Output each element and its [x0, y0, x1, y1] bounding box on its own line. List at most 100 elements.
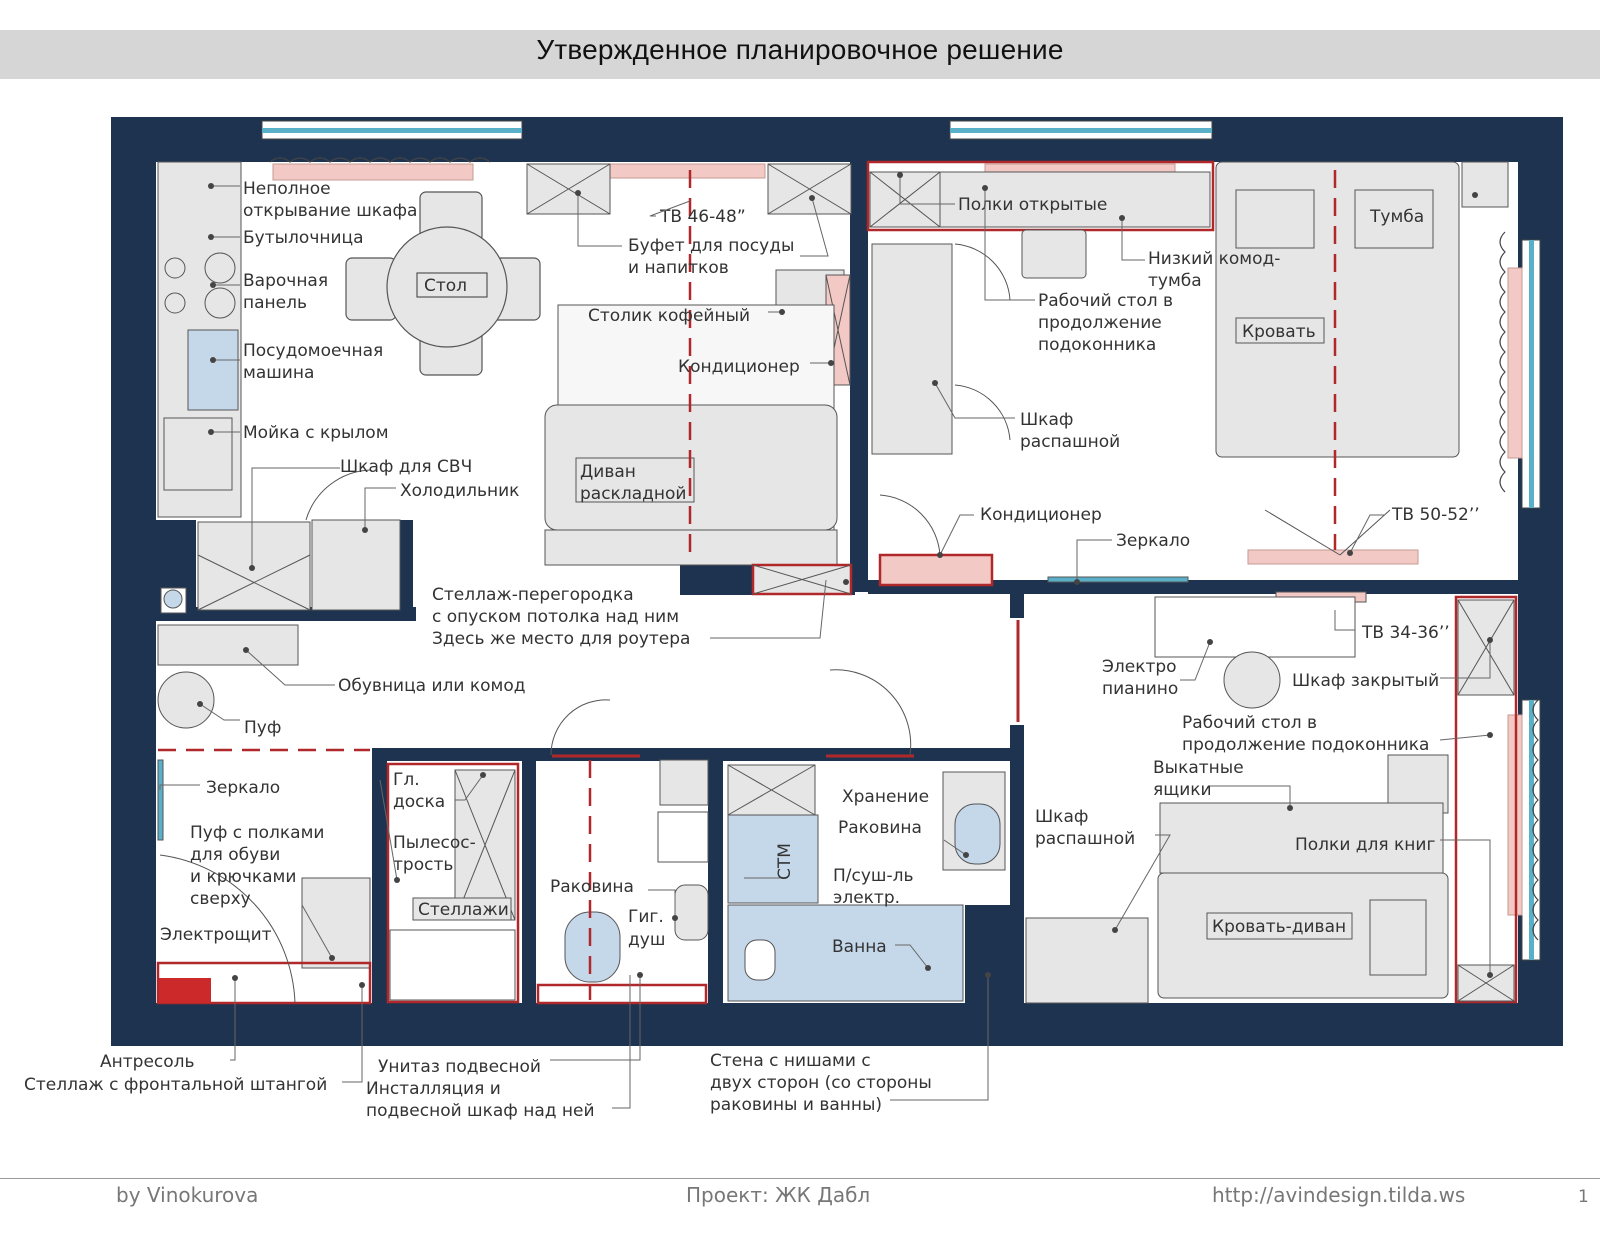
annotation-label: Посудомоечная: [243, 341, 383, 361]
curtain-kitchen: [269, 157, 491, 163]
shelves-label: Стеллажи: [418, 900, 509, 920]
annotation-label: тумба: [1148, 271, 1202, 291]
annotation-label: Электрощит: [160, 925, 272, 945]
annotation-label: распашной: [1035, 829, 1135, 849]
sink-kitchen: [163, 417, 233, 491]
annotation-label: Кондиционер: [980, 505, 1102, 525]
annotation-label: Стеллаж с фронтальной штангой: [24, 1075, 327, 1095]
page-title: Утвержденное планировочное решение: [536, 34, 1064, 65]
bathroom: [727, 764, 1006, 1002]
leader-lines: [159, 175, 1491, 1109]
footer-page-number: 1: [1578, 1187, 1589, 1207]
wall-top-right: [1210, 117, 1480, 162]
wall-bath-top: [372, 748, 1012, 761]
annotation-label: двух сторон (со стороны: [710, 1073, 932, 1093]
annotation-label: Неполное: [243, 179, 331, 199]
hall: [156, 469, 912, 1005]
wall-left: [111, 117, 156, 1046]
annotation-label: Выкатные: [1153, 758, 1244, 778]
annotation-label: Шкаф закрытый: [1292, 671, 1439, 691]
annotation-label: Стена с нишами с: [710, 1051, 871, 1071]
title-bar: Утвержденное планировочное решение: [0, 30, 1600, 79]
annotation-label: распашной: [1020, 432, 1120, 452]
annotation-label: Кондиционер: [678, 357, 800, 377]
footer-author: by Vinokurova: [116, 1183, 259, 1207]
windows: [261, 120, 1541, 961]
annotation-label: Низкий комод-: [1148, 249, 1280, 269]
buffet: [526, 163, 852, 215]
wall-right-mid: [1518, 510, 1563, 710]
kitchen: [157, 161, 401, 614]
sofa-label-2: раскладной: [580, 484, 686, 504]
annotation-label: машина: [243, 363, 314, 383]
bed-sofa-label: Кровать-диван: [1212, 917, 1346, 937]
annotation-label: Буфет для посуды: [628, 236, 794, 256]
annotation-label: Холодильник: [400, 481, 519, 501]
annotation-label: Рабочий стол в: [1182, 713, 1317, 733]
annotation-label: Гиг.: [628, 907, 664, 927]
annotation-label: и крючками: [190, 867, 296, 887]
annotation-label: Здесь же место для роутера: [432, 629, 690, 649]
annotation-label: Антресоль: [100, 1052, 195, 1072]
dining-table: [345, 191, 541, 376]
annotation-label: Хранение: [842, 787, 929, 807]
wall-partition-1: [850, 162, 868, 592]
dishwasher: [187, 329, 239, 411]
annotation-label: Гл.: [393, 770, 420, 790]
annotation-label: Ванна: [832, 937, 887, 957]
wall-bedroom-bottom: [868, 580, 1558, 594]
wall-closet-wc: [522, 761, 536, 1006]
annotation-label: раковины и ванны): [710, 1095, 882, 1115]
annotation-label: продолжение подоконника: [1182, 735, 1429, 755]
annotation-label: Столик кофейный: [588, 306, 750, 326]
annotation-label: Полки для книг: [1295, 835, 1435, 855]
annotation-label: Шкаф: [1020, 410, 1073, 430]
annotation-label: Электро: [1102, 657, 1177, 677]
sofa-label-1: Диван: [580, 462, 636, 482]
annotation-label: Зеркало: [206, 778, 280, 798]
footer-divider: [0, 1178, 1600, 1179]
annotation-label: Раковина: [550, 877, 634, 897]
annotation-label: с опуском потолка над ним: [432, 607, 679, 627]
closet: [386, 762, 520, 1004]
wall-bottom: [111, 1003, 1563, 1046]
annotation-label: Рабочий стол в: [1038, 291, 1173, 311]
annotation-label: Бутылочница: [243, 228, 364, 248]
annotation-label: ТВ 34-36’’: [1361, 623, 1450, 643]
door-frames: [552, 620, 1020, 758]
annotation-label: подоконника: [1038, 335, 1156, 355]
curtain-top: [1499, 231, 1506, 493]
annotation-label: Пуф: [244, 718, 281, 738]
annotation-label: подвесной шкаф над ней: [366, 1101, 595, 1121]
wall-closet-left: [372, 748, 387, 1006]
bedroom: [866, 160, 1509, 587]
annotation-label: ТВ 46-48”: [659, 207, 746, 227]
wall-bedroom2-top-stub: [1010, 594, 1024, 618]
annotation-label: продолжение: [1038, 313, 1162, 333]
wc: [536, 759, 709, 1005]
annotation-label: Варочная: [243, 271, 328, 291]
annotation-label: панель: [243, 293, 307, 313]
annotation-label: открывание шкафа: [243, 201, 417, 221]
annotation-label: сверху: [190, 889, 251, 909]
nightstand-label: Тумба: [1369, 207, 1424, 227]
annotation-label: и напитков: [628, 258, 729, 278]
wall-top-mid: [520, 117, 865, 162]
leader-dots: [197, 172, 1493, 988]
annotation-label: для обуви: [190, 845, 280, 865]
annotation-label: доска: [393, 792, 445, 812]
fridge: [311, 519, 401, 611]
curtain-bottom: [1532, 699, 1539, 941]
annotation-label: Мойка с крылом: [243, 423, 389, 443]
footer-url[interactable]: http://avindesign.tilda.ws: [1212, 1183, 1466, 1207]
wall-wc-bath: [708, 761, 723, 1006]
annotation-label: Унитаз подвесной: [378, 1057, 541, 1077]
annotation-label: Стеллаж-перегородка: [432, 585, 634, 605]
annotation-label: электр.: [833, 888, 900, 908]
annotation-label: Пуф с полками: [190, 823, 324, 843]
footer-project: Проект: ЖК Дабл: [686, 1183, 871, 1207]
annotation-label: ящики: [1153, 780, 1212, 800]
annotation-label: трость: [393, 855, 453, 875]
